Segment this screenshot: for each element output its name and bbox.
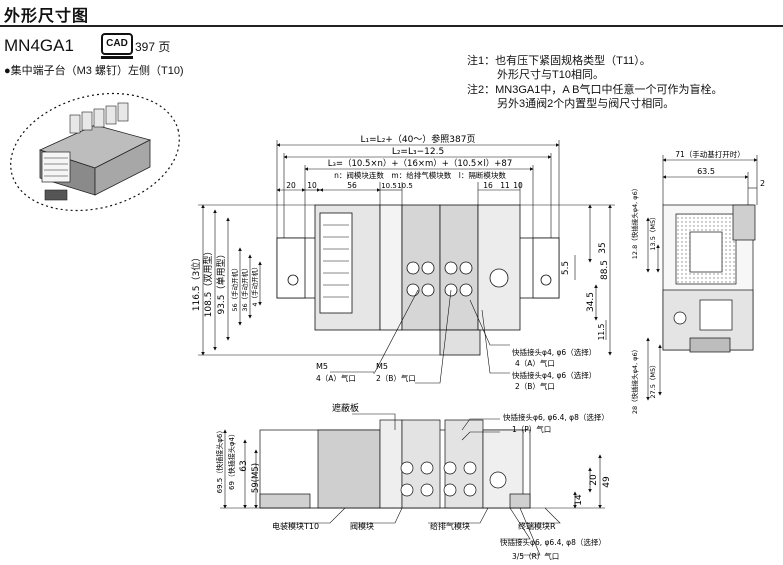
cad-icon[interactable]: CAD [101, 33, 133, 59]
right-vertical-dims [520, 204, 615, 356]
dim-116-5: 116.5（3位） [190, 253, 202, 312]
label-shield: 遮蔽板 [332, 402, 359, 414]
label-port-2b: 2（B）气口 [376, 373, 416, 383]
dim-28: 28（快插接头φ4, φ6） [630, 346, 639, 414]
label-quick-bottom: 快插接头φ6, φ6.4, φ8（选择） [500, 537, 606, 547]
side-view-dims [646, 155, 758, 401]
dim-93-5: 93.5（单用型） [215, 249, 227, 314]
dim-49: 49 [602, 476, 612, 488]
model-name: MN4GA1 [4, 36, 74, 55]
side-view [662, 204, 756, 353]
note-1-cont: 外形尺寸与T10相同。 [497, 69, 604, 81]
bottom-view [259, 419, 531, 509]
port-callouts [330, 289, 510, 384]
dim-56-manual: 56（手动开机） [230, 264, 239, 311]
dim-l1: L₁=L₂+（40～）参照387页 [361, 133, 476, 145]
dim-63: 63 [239, 460, 249, 471]
dim-10: 10 [307, 181, 317, 190]
dim-20-bottom: 20 [589, 474, 599, 486]
dim-69: 69（快插接头φ4） [227, 430, 236, 490]
label-quick1: 快插接头φ4, φ6（选择） [512, 347, 596, 357]
note-2: 注2：MN3GA1中，A B气口中任意一个可作为盲栓。 [467, 84, 723, 96]
subtitle: ●集中端子台（M3 螺钉）左侧（T10) [4, 65, 184, 77]
label-quick2-port: 2（B）气口 [515, 381, 555, 391]
dim-27-5: 27.5（M5） [649, 361, 657, 398]
label-port-4a: 4（A）气口 [316, 373, 356, 383]
cad-page-ref: 397 页 [135, 40, 171, 54]
dim-14: 14 [574, 494, 584, 506]
note-2-cont: 另外3通阀2个内置型与阀尺寸相同。 [497, 98, 675, 110]
dim-13-5: 13.5（M5） [649, 213, 657, 250]
top-dimensions [276, 140, 560, 238]
dim-5-5: 5.5 [561, 261, 571, 275]
dim-10-5a: 10.5 [381, 182, 397, 190]
dim-legend: n：阀模块连数 m：给排气模块数 l：隔断模块数 [334, 170, 506, 180]
bottom-view-dims [220, 429, 605, 509]
label-quick2: 快插接头φ4, φ6（选择） [512, 370, 596, 380]
dim-11-5: 11.5 [597, 323, 606, 340]
dim-88-5: 88.5 [600, 260, 610, 280]
note-1: 注1：也有压下紧固规格类型（T11）。 [467, 55, 651, 67]
left-vertical-dims [198, 204, 440, 356]
dim-12-8: 12.8（快插接头φ4, φ6） [630, 185, 639, 259]
dim-63-5: 63.5 [697, 167, 715, 176]
dim-16: 16 [483, 181, 493, 190]
dim-36-manual: 36（手动开机） [240, 264, 249, 311]
page-title: 外形尺寸图 [4, 8, 90, 25]
dim-10b: 10 [513, 181, 523, 190]
title-rule [0, 25, 783, 27]
label-end-block: 终端模块R [518, 521, 556, 531]
dim-10-5b: 10.5 [397, 182, 413, 190]
dim-71: 71（手动基打开时） [675, 149, 745, 159]
dim-59: 59(M5) [251, 463, 261, 493]
bottom-callouts [285, 413, 561, 556]
label-m5-b: M5 [376, 362, 388, 371]
label-quick-top: 快插接头φ6, φ6.4, φ8（选择） [503, 412, 609, 422]
label-valve: 阀模块 [350, 521, 374, 531]
label-terminal: 电装模块T10 [272, 521, 319, 531]
dim-2: 2 [760, 179, 765, 188]
dim-l3: L₃=（10.5×n）+（16×m）+（10.5×l）+87 [328, 158, 513, 169]
label-port-r: 3/5（R）气口 [512, 551, 559, 561]
label-quick1-port: 4（A）气口 [515, 358, 555, 368]
dim-34-5: 34.5 [586, 292, 596, 312]
dim-56: 56 [347, 181, 357, 190]
dim-l2: L₂=L₃−12.5 [392, 147, 444, 157]
label-supply: 给排气模块 [430, 521, 470, 531]
product-illustration [10, 92, 180, 212]
dim-20: 20 [286, 181, 296, 190]
dim-69-5: 69.5（快插接头φ6） [215, 427, 224, 494]
dim-4-manual: 4（手动开机） [250, 263, 259, 306]
dim-11: 11 [500, 181, 510, 190]
label-port-p: 1（P）气口 [512, 424, 551, 434]
front-view [276, 204, 560, 356]
dim-108-5: 108.5（双用型） [203, 247, 214, 318]
dim-35: 35 [598, 242, 608, 253]
label-m5-a: M5 [316, 362, 328, 371]
